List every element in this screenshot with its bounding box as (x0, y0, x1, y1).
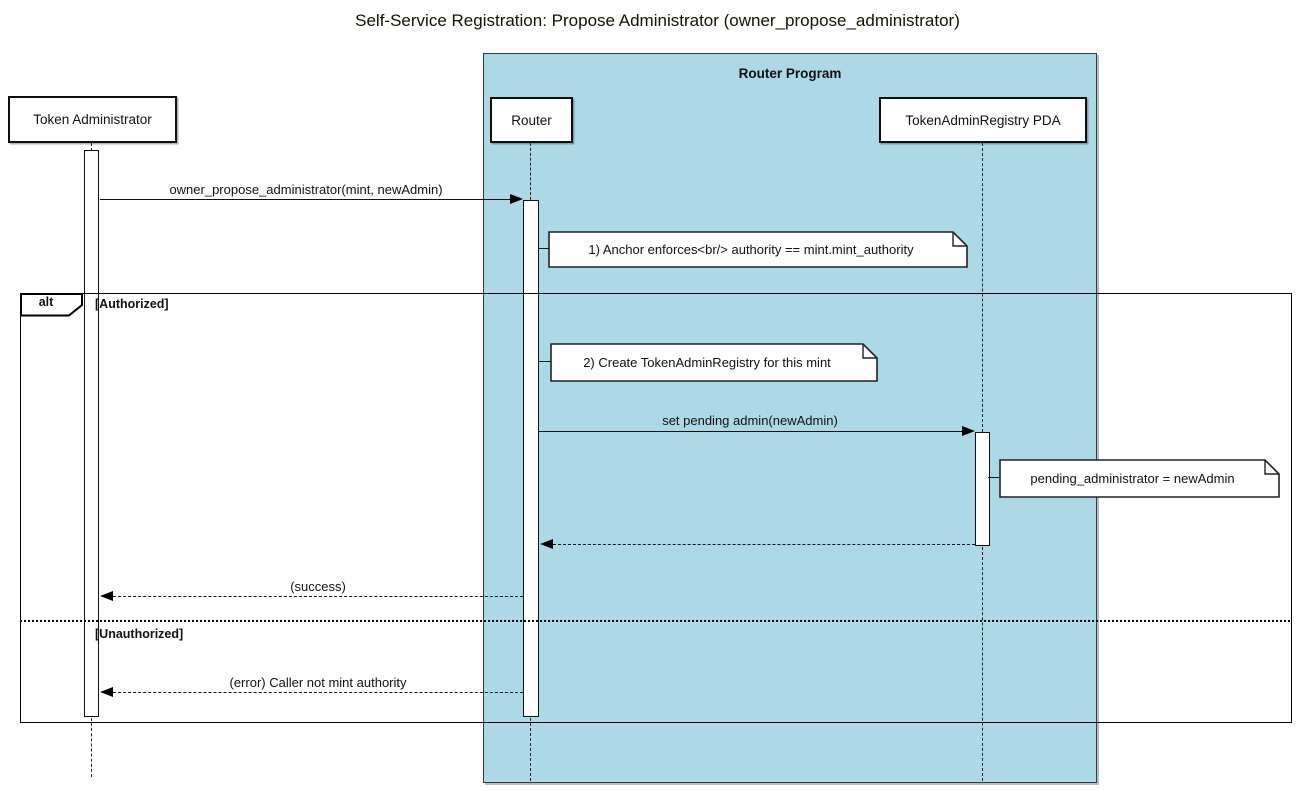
lifeline-registry-pda-bottom (982, 547, 983, 781)
participant-token-administrator-label: Token Administrator (33, 112, 152, 127)
arrowhead-right-icon (962, 426, 975, 436)
activation-router (523, 200, 539, 717)
lifeline-router-bottom (530, 718, 531, 781)
lifeline-router-top (530, 143, 531, 200)
participant-registry-pda: TokenAdminRegistry PDA (879, 97, 1087, 143)
note2-connector (538, 361, 551, 362)
message-label-success: (success) (290, 579, 346, 594)
message-arrow-success (113, 596, 523, 597)
message-arrow-pda-return (553, 544, 975, 545)
arrowhead-right-icon (510, 194, 523, 204)
note-shape-icon (999, 459, 1280, 498)
lifeline-token-administrator-bottom (91, 718, 92, 777)
guard-unauthorized: [Unauthorized] (95, 627, 184, 641)
alt-pentagon-icon (20, 293, 83, 317)
diagram-title: Self-Service Registration: Propose Admin… (355, 11, 960, 30)
note-pending-administrator: pending_administrator = newAdmin (999, 459, 1280, 498)
guard-authorized: [Authorized] (95, 297, 169, 311)
router-program-label: Router Program (738, 66, 842, 81)
message-arrow-error (113, 692, 523, 693)
message-label-owner-propose-administrator: owner_propose_administrator(mint, newAdm… (169, 182, 443, 197)
note-anchor-enforces-text: 1) Anchor enforces<br/> authority == min… (588, 242, 914, 257)
alt-operator-label: alt (38, 295, 54, 309)
participant-registry-pda-label: TokenAdminRegistry PDA (905, 112, 1061, 128)
activation-registry-pda (975, 432, 990, 546)
note-shape-icon (548, 231, 968, 268)
message-arrow-owner-propose-administrator (100, 199, 512, 200)
message-arrow-set-pending-admin (538, 431, 963, 432)
lifeline-token-administrator-top (91, 143, 92, 151)
participant-token-administrator: Token Administrator (8, 96, 177, 143)
alt-operator-pentagon: alt (20, 293, 84, 317)
participant-router: Router (490, 97, 573, 143)
alt-divider (20, 620, 1290, 622)
note-shape-icon (550, 343, 878, 382)
router-program-container: Router Program (483, 53, 1097, 783)
message-label-error: (error) Caller not mint authority (229, 675, 407, 690)
note-pending-administrator-text: pending_administrator = newAdmin (1030, 471, 1235, 486)
note-anchor-enforces: 1) Anchor enforces<br/> authority == min… (548, 231, 968, 268)
lifeline-registry-pda-top (982, 143, 983, 432)
note3-connector (988, 477, 999, 478)
arrowhead-left-icon (100, 687, 113, 697)
activation-token-administrator (84, 150, 99, 717)
note-create-registry: 2) Create TokenAdminRegistry for this mi… (550, 343, 878, 382)
arrowhead-left-icon (540, 539, 553, 549)
note1-connector (538, 248, 549, 249)
arrowhead-left-icon (100, 591, 113, 601)
note-create-registry-text: 2) Create TokenAdminRegistry for this mi… (583, 355, 831, 370)
message-label-set-pending-admin: set pending admin(newAdmin) (662, 413, 838, 428)
participant-router-label: Router (511, 112, 552, 128)
